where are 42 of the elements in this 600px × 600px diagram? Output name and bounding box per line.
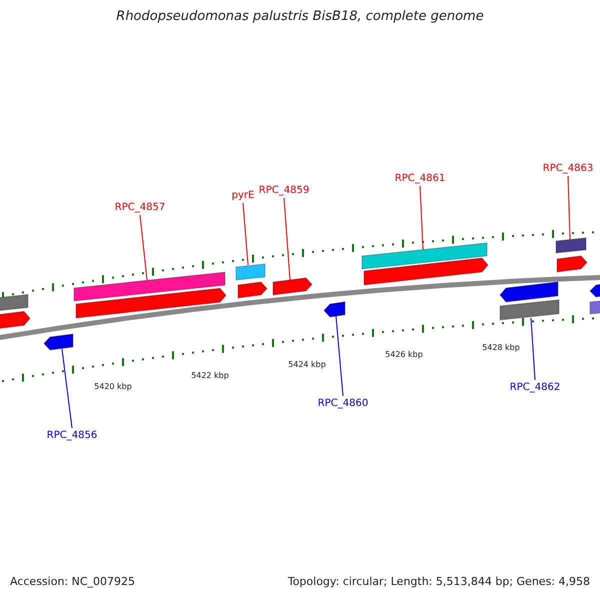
gene-label: RPC_4862 [510,381,560,394]
leader-line [140,214,148,280]
gene-label: RPC_4861 [394,172,446,185]
gene-block [556,237,586,254]
scale-label: 5422 kbp [191,370,229,382]
gene-block [556,255,588,273]
leader-line [62,348,72,428]
info-text: Accession: NC_007925 [10,575,136,588]
gene-block [589,282,600,298]
gene-block [362,242,488,270]
scale-label: 5426 kbp [385,349,423,361]
leader-line [530,318,536,380]
gene-block [323,301,346,318]
scale-label: 5424 kbp [288,359,326,371]
gene-block [500,299,560,321]
gene-block [0,294,28,312]
gene-block [43,333,74,351]
gene-block [0,310,31,330]
leader-line [568,176,570,240]
leader-line [420,186,424,250]
info-text: Topology: circular; Length: 5,513,844 bp; Genes: 4,958 [288,575,590,588]
gene-label: RPC_4860 [318,397,368,410]
leader-line [284,198,290,280]
gene-block [74,272,226,302]
scale-label: 5428 kbp [482,342,520,354]
scale-label: 5420 kbp [94,381,132,393]
leader-line [336,316,344,396]
gene-block [236,263,266,281]
gene-label: RPC_4863 [542,162,594,175]
gene-label: RPC_4857 [114,201,166,214]
gene-block [272,277,313,296]
genome-backbone [0,275,600,340]
gene-block [590,300,600,315]
gene-block [499,281,558,303]
gene-block [364,257,489,286]
gene-label: pyrE [232,189,254,202]
title: Rhodopseudomonas palustris BisB18, complete genome [116,10,484,23]
gene-block [76,288,227,319]
gene-block [238,281,268,299]
gene-label: RPC_4859 [258,184,310,197]
leader-line [242,202,248,266]
gene-label: RPC_4856 [46,429,98,442]
